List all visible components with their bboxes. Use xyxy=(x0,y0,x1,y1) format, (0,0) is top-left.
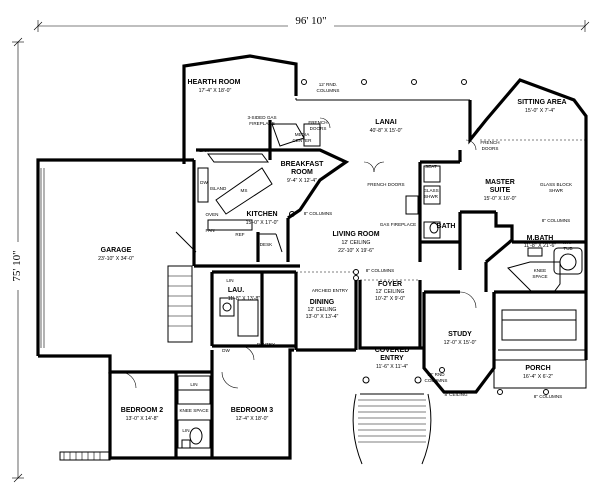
dimension-lines: 96' 10" 75' 10" xyxy=(10,14,590,483)
study-label: STUDY xyxy=(448,331,472,338)
master-suite-label-1: MASTER xyxy=(485,179,515,186)
breakfast-room-dim: 9'-4" X 12'-4" xyxy=(287,178,317,184)
bedroom-2-label: BEDROOM 2 xyxy=(121,407,164,414)
note-glass-block-1: GLASS BLOCK xyxy=(540,182,573,187)
study-dim: 12'-0" X 15'-0" xyxy=(444,340,477,346)
bedroom-3-label: BEDROOM 3 xyxy=(231,407,274,414)
porch-label: PORCH xyxy=(525,365,550,372)
kitchen-dim: 15'-0" X 17'-0" xyxy=(246,220,279,226)
note-whirlpool-2: TUB xyxy=(563,246,572,251)
dining-ceiling: 12' CEILING xyxy=(308,307,337,313)
laundry-dim: 11'-8" X 13'-8" xyxy=(228,296,261,302)
hearth-room-label: HEARTH ROOM xyxy=(188,79,241,86)
m-bath-dim: 11'-8" X 21'-6" xyxy=(524,243,557,249)
bedroom-2-dim: 13'-0" X 14'-8" xyxy=(126,416,159,422)
living-room-label: LIVING ROOM xyxy=(332,231,379,238)
covered-entry-label-2: ENTRY xyxy=(380,355,404,362)
note-dw-2: DW xyxy=(222,348,230,353)
note-8-ceiling: 8' CEILING xyxy=(444,392,468,397)
note-knee-space-2: SPACE xyxy=(532,274,547,279)
overall-depth-label: 75' 10" xyxy=(11,250,23,281)
note-ref: REF xyxy=(235,232,244,237)
breakfast-room-label-2: ROOM xyxy=(291,169,313,176)
foyer-label: FOYER xyxy=(378,281,402,288)
note-linen-c: LIN xyxy=(226,278,233,283)
porch-dim: 16'-4" X 6'-2" xyxy=(523,374,553,380)
overall-width-label: 96' 10" xyxy=(295,15,326,27)
room-labels: HEARTH ROOM 17'-4" X 18'-0" LANAI 40'-8"… xyxy=(98,79,566,422)
garage-dim: 23'-10" X 34'-0" xyxy=(98,256,134,262)
note-ms: MS xyxy=(241,188,248,193)
note-island: ISLAND xyxy=(210,186,227,191)
note-rnd-columns-study-2: COLUMNS xyxy=(425,378,448,383)
garage-label: GARAGE xyxy=(101,247,132,254)
note-dw: DW xyxy=(200,180,208,185)
note-linen-a: LIN xyxy=(190,382,197,387)
note-columns-8-d: 8" COLUMNS xyxy=(534,394,562,399)
note-french-doors-b-1: FRENCH xyxy=(480,140,499,145)
note-french-doors-a-2: DOORS xyxy=(310,126,327,131)
note-desk: DESK xyxy=(260,242,273,247)
note-knee-space: KNEE SPACE xyxy=(179,408,208,413)
note-gas-fireplace: GAS FIREPLACE xyxy=(380,222,417,227)
note-columns-8-a: 8" COLUMNS xyxy=(304,211,332,216)
note-french-doors-b-2: DOORS xyxy=(482,146,499,151)
dining-label: DINING xyxy=(310,299,335,306)
note-media-2: CENTER xyxy=(293,138,313,143)
note-seat: SEAT xyxy=(425,164,437,169)
note-knee-space-1: KNEE xyxy=(534,268,547,273)
lanai-dim: 40'-8" X 15'-0" xyxy=(370,128,403,134)
covered-entry-dim: 11'-6" X 11'-4" xyxy=(376,364,408,370)
bath-label: BATH xyxy=(437,223,456,230)
hearth-room-dim: 17'-4" X 18'-0" xyxy=(199,88,232,94)
note-rnd-columns-2: COLUMNS xyxy=(317,88,340,93)
note-columns-8-b: 8" COLUMNS xyxy=(542,218,570,223)
living-room-dim: 22'-10" X 19'-6" xyxy=(338,248,374,254)
sitting-area-dim: 15'-0" X 7'-4" xyxy=(525,108,555,114)
note-french-doors-a-1: FRENCH xyxy=(308,120,327,125)
note-linen-b: LIN xyxy=(182,428,189,433)
kitchen-label: KITCHEN xyxy=(246,211,277,218)
covered-entry-label-1: COVERED xyxy=(375,347,410,354)
note-whirlpool-1: WHP xyxy=(563,240,574,245)
note-rnd-columns-study-1: 12' RND xyxy=(427,372,445,377)
dining-dim: 13'-0" X 13'-4" xyxy=(306,314,339,320)
laundry-label: LAU. xyxy=(228,287,244,294)
annotation-notes: 12' RND. COLUMNS 3-SIDED GAS FIREPLACE M… xyxy=(179,82,573,433)
note-arched-entry: ARCHED ENTRY xyxy=(312,288,348,293)
interior-walls xyxy=(40,79,586,465)
m-bath-label: M.BATH xyxy=(527,235,554,242)
master-suite-label-2: SUITE xyxy=(490,187,511,194)
note-media-1: MEDIA xyxy=(295,132,310,137)
lanai-label: LANAI xyxy=(375,119,396,126)
breakfast-room-label-1: BREAKFAST xyxy=(281,161,325,168)
sitting-area-label: SITTING AREA xyxy=(517,99,566,106)
living-room-ceiling: 12' CEILING xyxy=(342,240,371,246)
note-pan: PAN xyxy=(205,228,214,233)
foyer-ceiling: 12' CEILING xyxy=(376,289,405,295)
note-pantry: PANTRY xyxy=(257,342,275,347)
note-french-doors-c: FRENCH DOORS xyxy=(367,182,404,187)
note-rnd-columns-1: 12' RND. xyxy=(319,82,338,87)
note-columns-8-c: 8" COLUMNS xyxy=(366,268,394,273)
note-gas-fireplace-2: FIREPLACE xyxy=(249,121,275,126)
foyer-dim: 10'-2" X 9'-0" xyxy=(375,296,405,302)
master-suite-dim: 15'-0" X 16'-0" xyxy=(484,196,517,202)
bedroom-3-dim: 12'-4" X 18'-0" xyxy=(236,416,269,422)
note-bar: BAR xyxy=(199,148,209,153)
note-glass-shwr-2: SHWR xyxy=(424,194,439,199)
note-oven: OVEN xyxy=(205,212,218,217)
note-gas-fireplace-1: 3-SIDED GAS xyxy=(247,115,276,120)
note-glass-shwr-1: GLASS xyxy=(423,188,438,193)
note-glass-block-2: SHWR xyxy=(549,188,564,193)
